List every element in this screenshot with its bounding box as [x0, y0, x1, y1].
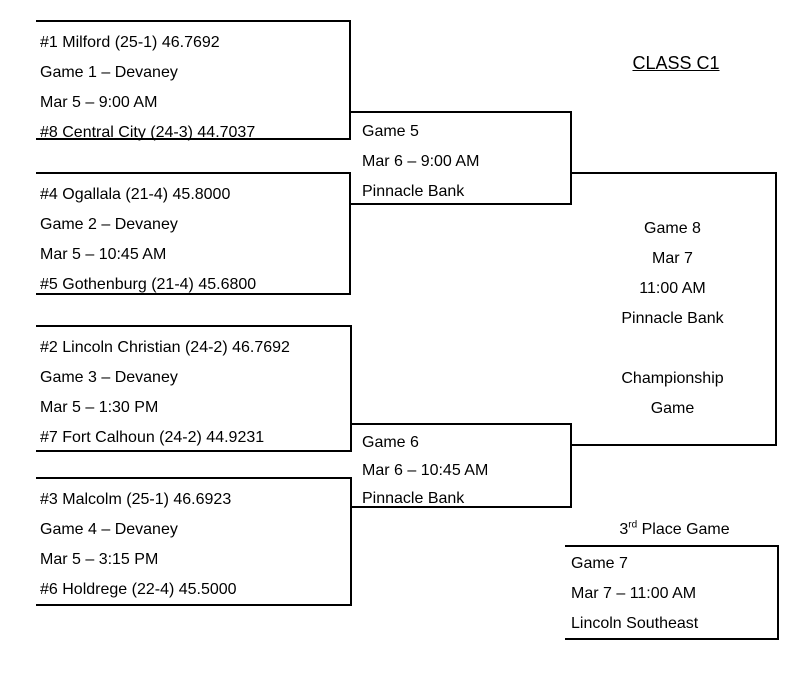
game3-date-time: Mar 5 – 1:30 PM [40, 399, 159, 416]
game6-venue: Pinnacle Bank [362, 490, 465, 507]
game4-date-time: Mar 5 – 3:15 PM [40, 551, 159, 568]
game7-date-time: Mar 7 – 11:00 AM [571, 585, 697, 602]
game8-championship-word: Championship [621, 370, 724, 387]
game8-spacer [570, 334, 775, 364]
third-place-label-ordinal: rd [628, 519, 638, 531]
game8-date: Mar 7 [652, 250, 693, 267]
game1-box: #1 Milford (25-1) 46.7692 Game 1 – Devan… [36, 20, 351, 141]
game1-date-time: Mar 5 – 9:00 AM [40, 94, 158, 111]
game7-label: Game 7 [571, 555, 628, 572]
game6-box: Game 6 Mar 6 – 10:45 AM Pinnacle Bank [350, 423, 572, 508]
game8-label: Game 8 [644, 220, 701, 237]
game1-game-venue: Game 1 – Devaney [40, 64, 178, 81]
game5-box: Game 5 Mar 6 – 9:00 AM Pinnacle Bank [350, 111, 572, 205]
game4-box: #3 Malcolm (25-1) 46.6923 Game 4 – Devan… [36, 477, 352, 606]
game7-venue: Lincoln Southeast [571, 615, 699, 632]
game2-bottom-team: #5 Gothenburg (21-4) 45.6800 [40, 276, 257, 293]
game5-venue: Pinnacle Bank [362, 183, 465, 200]
game5-label: Game 5 [362, 123, 419, 140]
game4-top-team: #3 Malcolm (25-1) 46.6923 [40, 491, 232, 508]
game4-game-venue: Game 4 – Devaney [40, 521, 178, 538]
championship-box: Game 8 Mar 7 11:00 AM Pinnacle Bank Cham… [570, 172, 777, 446]
game2-box: #4 Ogallala (21-4) 45.8000 Game 2 – Deva… [36, 172, 351, 295]
game3-top-team: #2 Lincoln Christian (24-2) 46.7692 [40, 339, 290, 356]
game1-top-team: #1 Milford (25-1) 46.7692 [40, 34, 220, 51]
game1-bottom-team: #8 Central City (24-3) 44.7037 [40, 124, 256, 141]
game6-label: Game 6 [362, 434, 419, 451]
game5-date-time: Mar 6 – 9:00 AM [362, 153, 480, 170]
game4-bottom-team: #6 Holdrege (22-4) 45.5000 [40, 581, 237, 598]
game2-date-time: Mar 5 – 10:45 AM [40, 246, 167, 263]
game8-time: 11:00 AM [639, 280, 706, 297]
game3-bottom-team: #7 Fort Calhoun (24-2) 44.9231 [40, 429, 265, 446]
third-place-label-text: Place Game [637, 521, 730, 538]
game3-game-venue: Game 3 – Devaney [40, 369, 178, 386]
game2-top-team: #4 Ogallala (21-4) 45.8000 [40, 186, 231, 203]
game8-venue: Pinnacle Bank [621, 310, 724, 327]
game7-box: Game 7 Mar 7 – 11:00 AM Lincoln Southeas… [565, 545, 779, 640]
class-title: CLASS C1 [632, 53, 720, 73]
game3-box: #2 Lincoln Christian (24-2) 46.7692 Game… [36, 325, 352, 452]
game2-game-venue: Game 2 – Devaney [40, 216, 178, 233]
game8-game-word: Game [650, 400, 695, 417]
third-place-label: 3rd Place Game [570, 516, 779, 544]
third-place-label-number: 3 [619, 521, 629, 538]
game6-date-time: Mar 6 – 10:45 AM [362, 462, 489, 479]
